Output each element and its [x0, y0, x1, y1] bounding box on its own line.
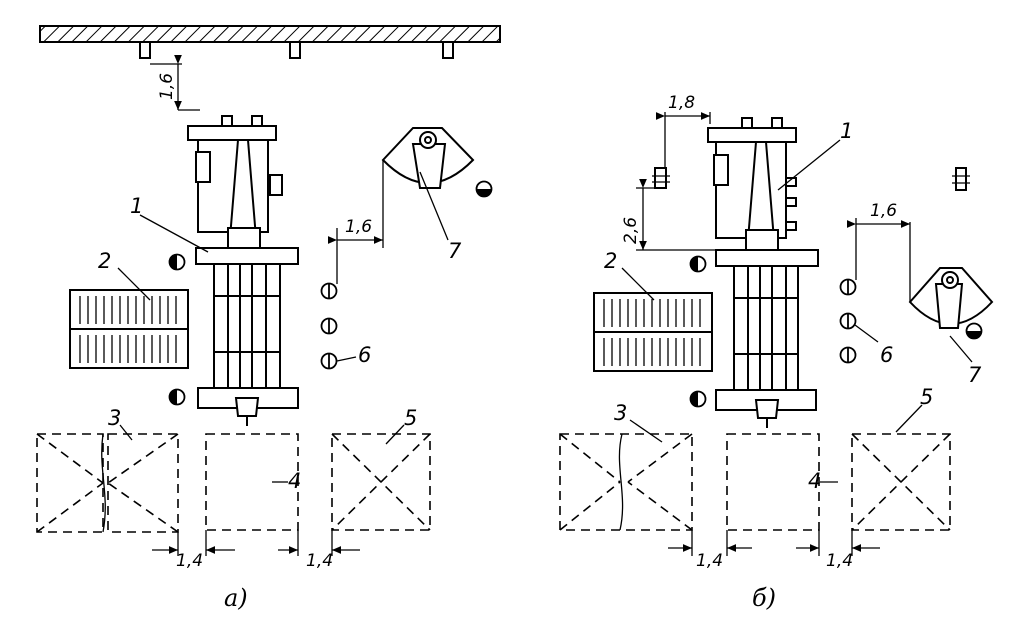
ceiling-dimension: 1,6 — [150, 54, 200, 111]
label-1: 1 — [840, 119, 853, 143]
cabinet-7 — [381, 127, 493, 198]
dim-ceiling-gap: 1,6 — [157, 73, 177, 100]
callout-leaders — [621, 139, 973, 483]
container-3 — [559, 433, 693, 531]
label-6: 6 — [358, 343, 371, 367]
label-4: 4 — [288, 469, 301, 493]
label-1: 1 — [130, 194, 143, 218]
bottom-dimensions: 1,4 1,4 — [668, 530, 880, 571]
dim-side-height: 2,6 — [621, 217, 641, 244]
machine-1 — [187, 115, 299, 426]
label-5: 5 — [920, 385, 933, 409]
part-a: 1,6 — [36, 25, 501, 612]
caption-a: а) — [224, 584, 248, 612]
label-2: 2 — [604, 249, 617, 273]
callout-leaders — [117, 171, 449, 483]
control-panel-2 — [593, 292, 713, 372]
column-marker — [689, 255, 707, 273]
dim-gap-left: 1,4 — [176, 551, 203, 571]
container-4 — [205, 433, 299, 531]
part-b: 1,8 2,6 — [559, 93, 994, 612]
label-6: 6 — [880, 343, 893, 367]
container-5 — [331, 433, 431, 531]
hanger — [955, 167, 967, 191]
side-height-dimension: 2,6 — [621, 178, 740, 251]
label-3: 3 — [614, 401, 627, 425]
container-5 — [851, 433, 951, 531]
machine-1 — [707, 117, 819, 428]
operator-6 — [839, 278, 879, 364]
dim-panel-gap: 1,6 — [870, 201, 897, 221]
panel-gap-dimension: 1,6 — [846, 201, 911, 302]
control-panel-2 — [69, 289, 189, 369]
cabinet-7 — [908, 267, 994, 340]
top-offset-dimension: 1,8 — [655, 93, 711, 168]
label-2: 2 — [98, 249, 111, 273]
panel-gap-dimension: 1,6 — [327, 160, 384, 284]
container-4 — [726, 433, 820, 531]
column-marker — [168, 388, 186, 406]
ceiling-beam — [39, 25, 501, 43]
hanger — [654, 167, 667, 189]
caption-b: б) — [752, 584, 776, 612]
container-3 — [36, 433, 179, 533]
label-4: 4 — [808, 469, 821, 493]
dim-top-offset: 1,8 — [668, 93, 695, 113]
column-marker — [168, 253, 186, 271]
label-7: 7 — [968, 363, 982, 387]
bottom-dimensions: 1,4 1,4 — [152, 530, 360, 571]
dim-gap-left: 1,4 — [696, 551, 723, 571]
dim-gap-right: 1,4 — [826, 551, 853, 571]
dim-panel-gap: 1,6 — [345, 217, 372, 237]
label-5: 5 — [404, 406, 417, 430]
label-3: 3 — [108, 406, 121, 430]
column-marker — [689, 390, 707, 408]
label-7: 7 — [448, 239, 462, 263]
dim-gap-right: 1,4 — [306, 551, 333, 571]
operator-6 — [320, 282, 357, 370]
ceiling-hangers — [139, 41, 454, 59]
